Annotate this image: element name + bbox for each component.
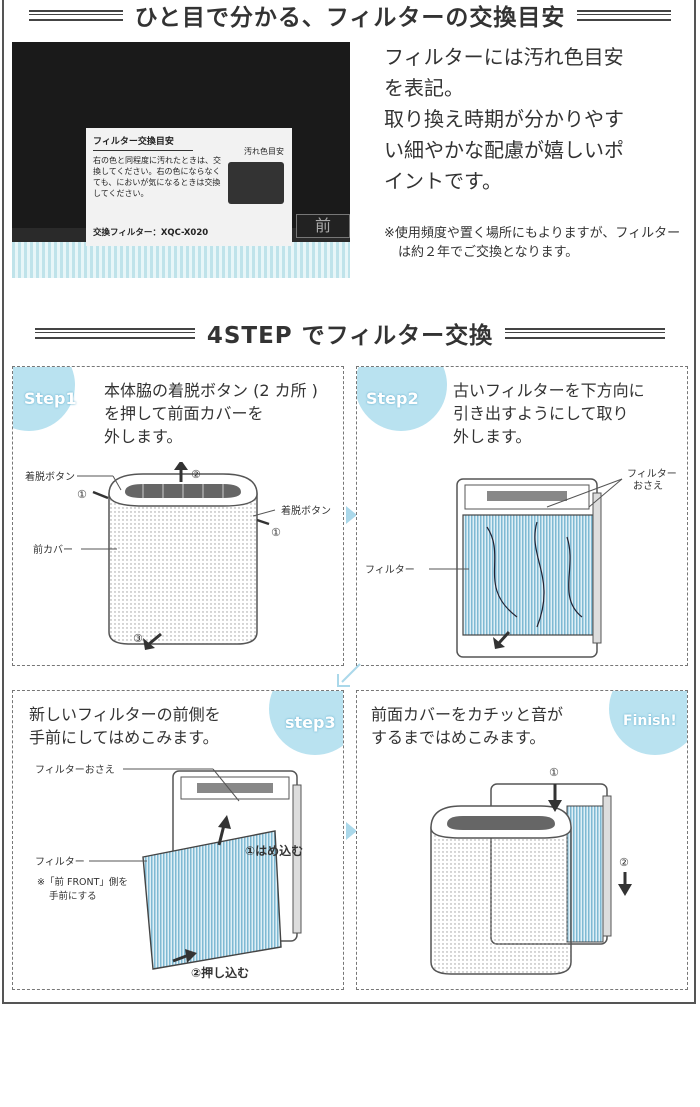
finish-badge: Finish! — [609, 691, 687, 755]
desc-line: フィルターには汚れ色目安 — [384, 45, 624, 69]
step3-illustration: フィルターおさえ フィルター ※「前 FRONT」側を 手前にする ①はめ込む … — [35, 764, 303, 980]
section2-title: 4STEP でフィルター交換 — [206, 323, 494, 349]
replacement-note: ※使用頻度や置く場所にもよりますが、フィルターは約２年でご交換となります。 — [384, 226, 681, 260]
next-arrow-down-left — [337, 663, 361, 687]
section1-heading: ひと目で分かる、フィルターの交換目安 — [0, 0, 700, 31]
step1-badge: Step1 — [13, 367, 77, 431]
step2-text-line: 古いフィルターを下方向に — [453, 381, 645, 400]
step3-badge-label: step3 — [285, 713, 336, 732]
front-cover-callout: 前カバー — [33, 543, 73, 556]
finish-panel: Finish! 前面カバーをカチッと音が するまではめこみます。 ① ② — [356, 690, 688, 990]
section1-title: ひと目で分かる、フィルターの交換目安 — [134, 5, 566, 31]
finish-num-1: ① — [549, 766, 559, 779]
step3-text: 新しいフィルターの前側を 手前にしてはめこみます。 — [29, 703, 221, 749]
label-body: 右の色と同程度に汚れたときは、交換してください。右の色にならなくても、においが気… — [93, 156, 221, 198]
step2-panel: Step2 古いフィルターを下方向に 引き出すようにして取り 外します。 フィル… — [356, 366, 688, 666]
step2-text-line: 引き出すようにして取り — [453, 404, 629, 423]
finish-text-line: するまではめこみます。 — [371, 728, 546, 747]
finish-text-line: 前面カバーをカチッと音が — [371, 705, 564, 724]
step1-badge-label: Step1 — [24, 389, 77, 408]
button-left-callout: 着脱ボタン — [25, 470, 75, 483]
holder-callout-line1: フィルター — [627, 468, 677, 480]
step1-num-2: ② — [191, 468, 201, 481]
desc-line: を表記。 — [384, 76, 464, 100]
desc-line: 取り換え時期が分かりやす — [384, 107, 624, 131]
step2-badge-label: Step2 — [366, 389, 419, 408]
filter-photo: フィルター交換目安 右の色と同程度に汚れたときは、交換してください。右の色になら… — [12, 42, 350, 278]
finish-badge-label: Finish! — [623, 713, 677, 729]
step1-text-line: を押して前面カバーを — [104, 404, 264, 423]
step1-num-1-left: ① — [77, 488, 87, 501]
finish-num-2: ② — [619, 856, 629, 869]
desc-line: イントです。 — [384, 169, 502, 193]
push-in-callout: ②押し込む — [191, 965, 249, 980]
next-arrow-right — [346, 506, 357, 524]
holder-callout: フィルターおさえ — [35, 764, 115, 776]
step1-text-line: 外します。 — [104, 427, 183, 446]
next-arrow-right — [346, 822, 357, 840]
step2-text: 古いフィルターを下方向に 引き出すようにして取り 外します。 — [453, 379, 645, 448]
step1-num-3: ③ — [133, 632, 143, 645]
filter-label: フィルター交換目安 右の色と同程度に汚れたときは、交換してください。右の色になら… — [86, 128, 292, 246]
heading-rule-right — [505, 327, 666, 339]
front-mark: 前 — [296, 214, 350, 238]
heading-rule-right — [577, 9, 672, 21]
filter-stripes — [12, 242, 350, 278]
section2-heading: 4STEP でフィルター交換 — [0, 316, 700, 350]
step1-panel: Step1 本体脇の着脱ボタン (2 カ所 ) を押して前面カバーを 外します。… — [12, 366, 344, 666]
step2-illustration: フィルター おさえ フィルター — [365, 468, 677, 658]
desc-line: い細やかな配慮が嬉しいポ — [384, 138, 624, 162]
step3-text-line: 新しいフィルターの前側を — [29, 705, 221, 724]
label-model: 交換フィルター：XQC-X020 — [93, 228, 209, 238]
fit-in-callout: ①はめ込む — [245, 843, 303, 858]
filter-callout: フィルター — [35, 856, 85, 868]
step3-text-line: 手前にしてはめこみます。 — [29, 728, 219, 747]
step1-text-line: 本体脇の着脱ボタン (2 カ所 ) — [104, 381, 318, 400]
outer-frame — [2, 0, 696, 1004]
step3-badge: step3 — [269, 691, 343, 755]
button-right-callout: 着脱ボタン — [281, 504, 331, 517]
dirt-swatch — [228, 162, 284, 204]
step2-text-line: 外します。 — [453, 427, 532, 446]
front-note-line1: ※「前 FRONT」側を — [37, 876, 128, 888]
holder-callout-line2: おさえ — [633, 480, 663, 492]
front-note-line2: 手前にする — [49, 890, 97, 902]
section1-description: フィルターには汚れ色目安 を表記。 取り換え時期が分かりやす い細やかな配慮が嬉… — [384, 42, 674, 197]
heading-rule-left — [28, 9, 123, 21]
filter-callout: フィルター — [365, 564, 415, 576]
swatch-title: 汚れ色目安 — [244, 147, 284, 156]
step2-badge: Step2 — [357, 367, 447, 431]
step3-panel: step3 新しいフィルターの前側を 手前にしてはめこみます。 フィルターおさえ… — [12, 690, 344, 990]
finish-illustration: ① ② — [430, 766, 632, 975]
step1-num-1-right: ① — [271, 526, 281, 539]
step1-text: 本体脇の着脱ボタン (2 カ所 ) を押して前面カバーを 外します。 — [104, 379, 318, 448]
finish-text: 前面カバーをカチッと音が するまではめこみます。 — [371, 703, 563, 749]
heading-rule-left — [34, 327, 195, 339]
label-title: フィルター交換目安 — [93, 134, 193, 151]
step1-illustration: 着脱ボタン ① 着脱ボタン ① 前カバー ② ③ — [25, 462, 331, 650]
